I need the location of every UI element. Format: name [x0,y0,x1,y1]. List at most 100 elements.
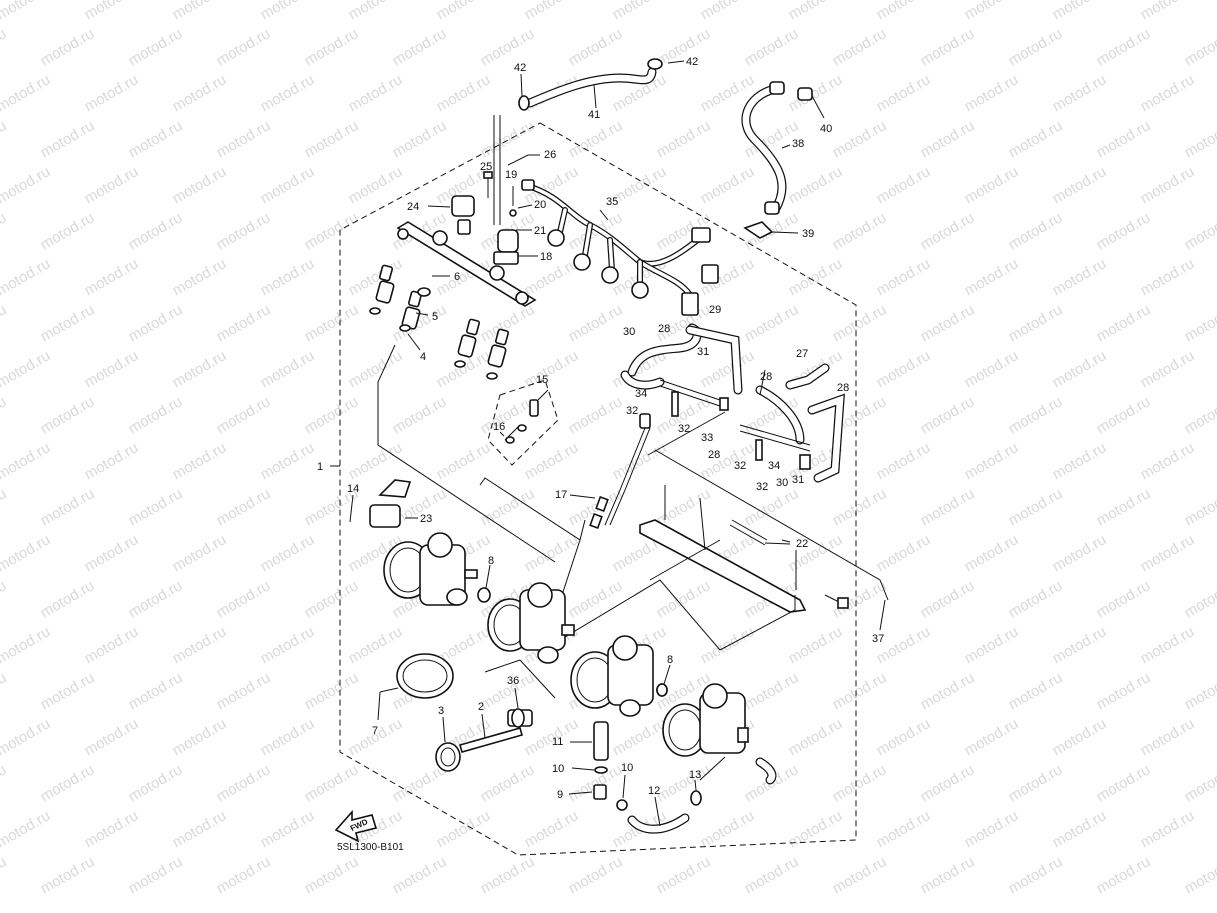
watermark-text: motod.ru [698,439,758,483]
watermark-text: motod.ru [1094,485,1154,529]
watermark-text: motod.ru [0,439,53,483]
callout-16: 16 [493,421,505,433]
callout-42b: 42 [686,56,698,68]
fuel-rail-assembly [369,154,540,380]
watermark-text: motod.ru [0,393,9,437]
callout-32b: 32 [678,423,690,435]
watermark-text: motod.ru [1006,117,1066,161]
watermark-text: motod.ru [874,531,934,575]
callout-34b: 34 [768,460,780,472]
watermark-text: motod.ru [214,853,274,897]
watermark-text: motod.ru [786,0,846,23]
watermark-text: motod.ru [258,439,318,483]
watermark-text: motod.ru [214,393,274,437]
watermark-text: motod.ru [830,669,890,713]
watermark-text: motod.ru [962,255,1022,299]
watermark-text: motod.ru [82,623,142,667]
watermark-text: motod.ru [82,71,142,115]
watermark-text: motod.ru [214,485,274,529]
callout-30b: 30 [776,477,788,489]
watermark-text: motod.ru [170,439,230,483]
watermark-text: motod.ru [830,485,890,529]
watermark-text: motod.ru [82,439,142,483]
watermark-text: motod.ru [874,439,934,483]
cable-and-bracket [589,413,889,631]
callout-32d: 32 [756,481,768,493]
watermark-text: motod.ru [1094,853,1154,897]
callout-17: 17 [555,489,567,501]
watermark-text: motod.ru [1094,577,1154,621]
watermark-text: motod.ru [126,393,186,437]
watermark-text: motod.ru [1050,623,1110,667]
vacuum-hoses [620,323,845,483]
watermark-text: motod.ru [82,163,142,207]
watermark-text: motod.ru [1006,393,1066,437]
watermark-text: motod.ru [302,117,362,161]
watermark-text: motod.ru [698,163,758,207]
watermark-text: motod.ru [742,25,802,69]
callout-19: 19 [505,169,517,181]
reference-lines [377,344,796,651]
callout-10b: 10 [621,762,633,774]
watermark-text: motod.ru [918,209,978,253]
watermark-text: motod.ru [258,623,318,667]
watermark-text: motod.ru [1050,163,1110,207]
watermark-text: motod.ru [1050,531,1110,575]
watermark-text: motod.ru [1094,209,1154,253]
watermark-text: motod.ru [38,853,98,897]
callout-4: 4 [420,351,426,363]
watermark-text: motod.ru [258,347,318,391]
watermark-text: motod.ru [1094,761,1154,805]
watermark-text: motod.ru [874,255,934,299]
watermark-text: motod.ru [1138,715,1198,759]
watermark-text: motod.ru [302,853,362,897]
watermark-text: motod.ru [38,25,98,69]
watermark-text: motod.ru [566,577,626,621]
watermark-text: motod.ru [918,577,978,621]
watermark-text: motod.ru [302,393,362,437]
plunger-subassembly [487,379,559,466]
watermark-text: motod.ru [82,531,142,575]
callout-20: 20 [534,199,546,211]
callout-6: 6 [454,271,460,283]
watermark-text: motod.ru [1006,853,1066,897]
throttle-body-1 [369,479,478,606]
callout-22: 22 [796,538,808,550]
callout-13: 13 [689,769,701,781]
watermark-text: motod.ru [1182,209,1217,253]
callout-38: 38 [792,138,804,150]
watermark-text: motod.ru [654,577,714,621]
watermark-text: motod.ru [874,0,934,23]
watermark-text: motod.ru [654,853,714,897]
callout-33: 33 [701,432,713,444]
watermark-text: motod.ru [786,255,846,299]
injector-2 [401,290,422,330]
watermark-text: motod.ru [566,301,626,345]
watermark-text: motod.ru [0,761,9,805]
watermark-text: motod.ru [302,209,362,253]
watermark-text: motod.ru [874,347,934,391]
watermark-text: motod.ru [434,439,494,483]
watermark-text: motod.ru [1182,485,1217,529]
watermark-text: motod.ru [214,301,274,345]
watermark-text: motod.ru [522,531,582,575]
watermark-text: motod.ru [874,715,934,759]
callout-2: 2 [478,701,484,713]
watermark-text: motod.ru [478,485,538,529]
callout-25: 25 [480,161,492,173]
watermark-text: motod.ru [390,25,450,69]
watermark-text: motod.ru [1006,577,1066,621]
watermark-text: motod.ru [0,577,9,621]
breather-hose-assembly [493,58,685,225]
watermark-text: motod.ru [0,347,53,391]
watermark-text: motod.ru [654,485,714,529]
watermark-text: motod.ru [566,393,626,437]
watermark-text: motod.ru [1138,71,1198,115]
watermark-text: motod.ru [918,761,978,805]
callout-23: 23 [420,513,432,525]
watermark-text: motod.ru [346,255,406,299]
watermark-text: motod.ru [1050,807,1110,851]
watermark-text: motod.ru [698,0,758,23]
callout-32a: 32 [626,405,638,417]
watermark-text: motod.ru [302,25,362,69]
